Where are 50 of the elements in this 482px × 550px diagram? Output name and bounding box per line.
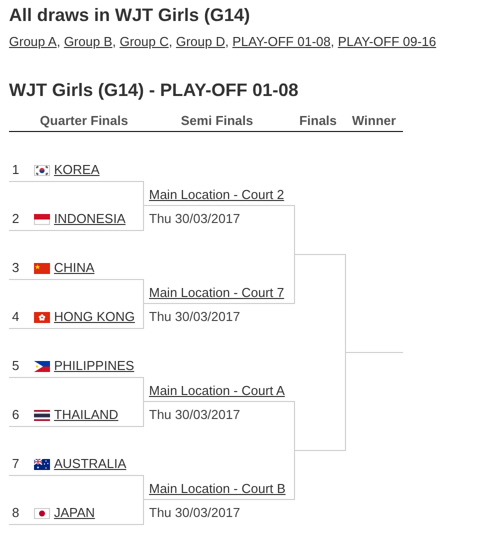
court-link: Main Location - Court 2 bbox=[149, 186, 284, 204]
team-link: PHILIPPINES bbox=[54, 357, 134, 375]
empty-slot-line bbox=[295, 254, 346, 255]
draw-link: Group B bbox=[64, 34, 112, 49]
seed-number: 7 bbox=[12, 455, 20, 473]
team-link: CHINA bbox=[54, 259, 94, 277]
column-header: Semi Finals bbox=[180, 112, 254, 130]
draw-links: Group A, Group B, Group C, Group D, PLAY-OFF 01-08, PLAY-OFF 09-16 bbox=[9, 33, 436, 51]
bracket-line bbox=[143, 205, 144, 231]
bracket-line bbox=[143, 181, 144, 206]
team-link: KOREA bbox=[54, 161, 100, 179]
seed-number: 8 bbox=[12, 504, 20, 522]
bracket-line bbox=[143, 499, 144, 525]
empty-slot-line bbox=[346, 352, 403, 353]
column-header: Winner bbox=[352, 112, 396, 130]
court-link: Main Location - Court B bbox=[149, 480, 286, 498]
bracket-line bbox=[143, 303, 144, 329]
seed-number: 3 bbox=[12, 259, 20, 277]
team-link: THAILAND bbox=[54, 406, 118, 424]
section-title: WJT Girls (G14) - PLAY-OFF 01-08 bbox=[9, 79, 298, 101]
match-date: Thu 30/03/2017 bbox=[149, 406, 240, 424]
empty-slot-line bbox=[295, 450, 346, 451]
team-link: INDONESIA bbox=[54, 210, 126, 228]
draw-link: Group C bbox=[120, 34, 169, 49]
bracket-line bbox=[345, 254, 346, 353]
column-header: Finals bbox=[299, 112, 337, 130]
team-link: HONG KONG bbox=[54, 308, 135, 326]
seed-number: 2 bbox=[12, 210, 20, 228]
court-link: Main Location - Court 7 bbox=[149, 284, 284, 302]
seed-number: 6 bbox=[12, 406, 20, 424]
bracket-line bbox=[143, 279, 144, 304]
draw-link: Group D bbox=[176, 34, 226, 49]
bracket-line bbox=[143, 377, 144, 402]
bracket-line bbox=[143, 475, 144, 500]
bracket-line bbox=[345, 352, 346, 451]
bracket-line bbox=[143, 401, 144, 427]
page-title: All draws in WJT Girls (G14) bbox=[9, 4, 250, 26]
seed-number: 4 bbox=[12, 308, 20, 326]
column-header: Quarter Finals bbox=[40, 112, 128, 130]
draw-link: PLAY-OFF 01-08 bbox=[232, 34, 331, 49]
team-link: AUSTRALIA bbox=[54, 455, 126, 473]
match-date: Thu 30/03/2017 bbox=[149, 308, 240, 326]
match-date: Thu 30/03/2017 bbox=[149, 210, 240, 228]
team-link: JAPAN bbox=[54, 504, 95, 522]
draw-link: Group A bbox=[9, 34, 57, 49]
seed-number: 5 bbox=[12, 357, 20, 375]
draw-link: PLAY-OFF 09-16 bbox=[338, 34, 436, 49]
seed-number: 1 bbox=[12, 161, 20, 179]
match-date: Thu 30/03/2017 bbox=[149, 504, 240, 522]
court-link: Main Location - Court A bbox=[149, 382, 285, 400]
